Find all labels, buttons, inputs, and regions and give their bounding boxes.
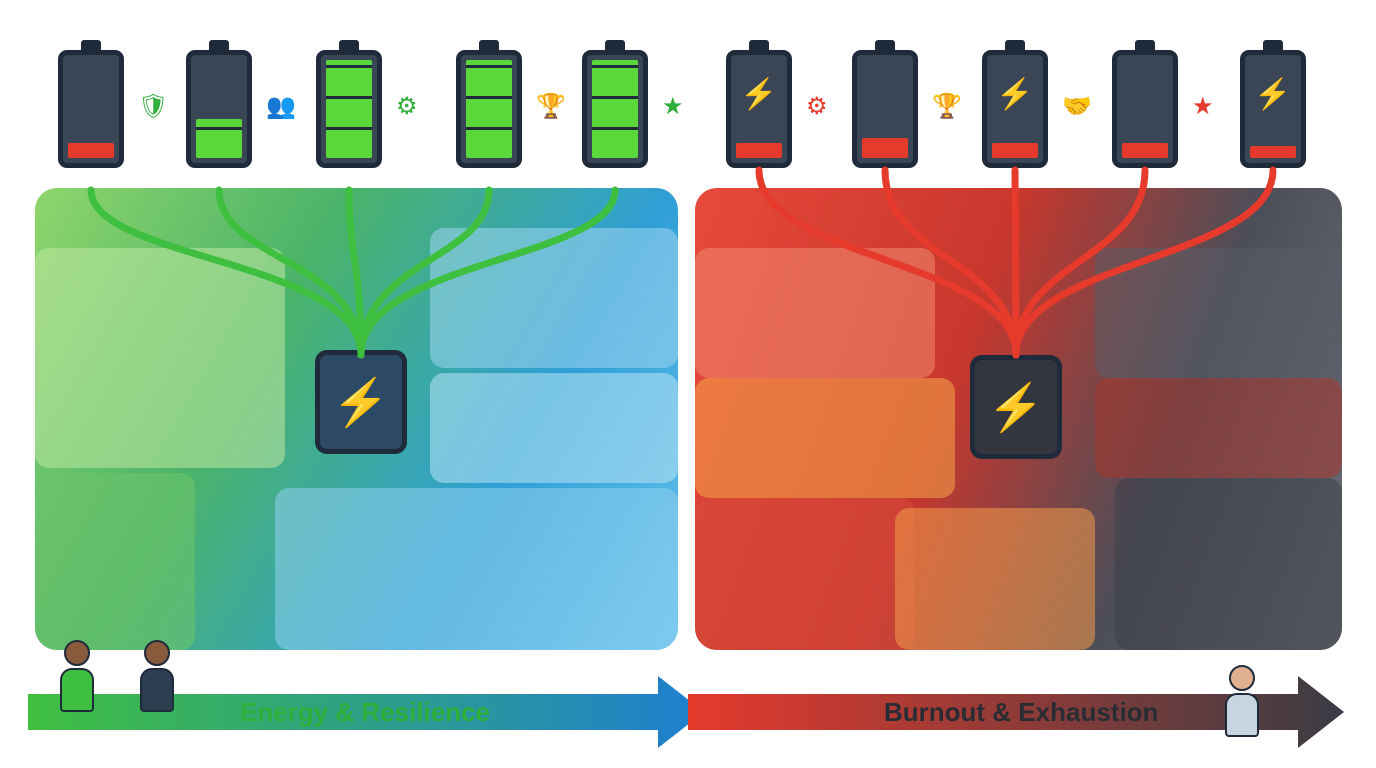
lightning-icon: ⚡ (332, 375, 390, 428)
running-person (60, 640, 94, 712)
energy-battery (186, 40, 252, 168)
overload-scene (695, 378, 955, 498)
energy-progress-arrow (28, 676, 704, 748)
trophy-icon: 🏆 (932, 93, 962, 120)
stress-scene (695, 498, 915, 650)
energy-battery (582, 40, 648, 168)
pressure-scene (695, 248, 935, 378)
battery-level (196, 118, 242, 158)
lightning-icon: ⚡ (987, 380, 1045, 433)
lightning-icon: ⚡ (1254, 78, 1292, 111)
people-icon: 👥 (266, 93, 296, 120)
trophy-icon: 🏆 (536, 93, 566, 120)
road-star-icon: ★ (662, 93, 684, 120)
burnout-label: Burnout & Exhaustion (884, 697, 1159, 727)
battery-level (68, 143, 114, 158)
arrow-out-icon: ★ (1192, 93, 1214, 120)
energy-battery (58, 40, 124, 168)
battery-level (992, 143, 1038, 158)
energy-label: Energy & Resilience (240, 697, 490, 727)
battery-level (736, 143, 782, 158)
lightning-icon: ⚡ (740, 78, 778, 111)
energy-hub: ⚡ (315, 350, 407, 454)
burnout-battery: ⚡ (982, 40, 1048, 168)
safety-scene (35, 473, 195, 650)
disengagement-scene (1095, 378, 1342, 478)
communication-scene (275, 488, 678, 650)
burnout-battery: ⚡ (1240, 40, 1306, 168)
battery-level (1122, 143, 1168, 158)
burnout-hub: ⚡ (970, 355, 1062, 459)
gears-icon: ⚙ (396, 93, 418, 120)
burnout-battery (852, 40, 918, 168)
running-person (140, 640, 174, 712)
battery-level (326, 60, 372, 158)
handshake-icon: 🤝 (1062, 93, 1092, 120)
energy-panel: ⚡ (35, 188, 678, 650)
burnout-progress-arrow (688, 676, 1344, 748)
gears-icon: ⚙ (806, 93, 828, 120)
team-meeting-scene (35, 248, 285, 468)
conflict-scene (1095, 248, 1342, 378)
lightning-icon: ⚡ (996, 78, 1034, 111)
battery-level (862, 138, 908, 158)
energy-battery (456, 40, 522, 168)
burnout-panel: ⚡ (695, 188, 1342, 650)
energy-battery (316, 40, 382, 168)
battery-level (592, 60, 638, 158)
battery-level (1250, 146, 1296, 158)
burnout-battery (1112, 40, 1178, 168)
focused-work-scene (430, 373, 678, 483)
battery-level (466, 60, 512, 158)
collapse-scene (1115, 478, 1342, 650)
collaboration-scene (430, 228, 678, 368)
exhausted-person (1225, 665, 1259, 737)
burnout-battery: ⚡ (726, 40, 792, 168)
shield-check-icon: 🛡 (138, 93, 169, 120)
exhaustion-scene (895, 508, 1095, 650)
